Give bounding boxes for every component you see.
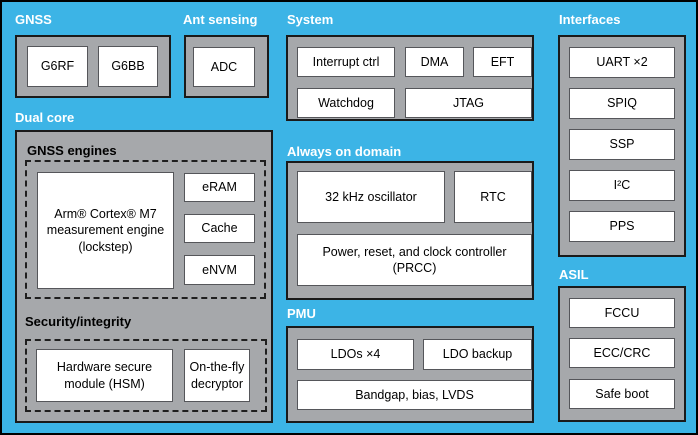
group-gnss-engines: Arm® Cortex® M7 measurement engine (lock… (25, 160, 266, 299)
block-g6bb: G6BB (98, 46, 158, 87)
block-cache: Cache (184, 214, 255, 243)
block-spiq: SPIQ (569, 88, 675, 119)
section-label-asil: ASIL (559, 267, 589, 282)
section-label-gnss: GNSS (15, 12, 52, 27)
cortex-line-3: (lockstep) (78, 239, 133, 254)
block-uart: UART ×2 (569, 47, 675, 78)
panel-ant-sensing: ADC (184, 35, 269, 98)
block-cortex-m7: Arm® Cortex® M7 measurement engine (lock… (37, 172, 174, 289)
block-hsm: Hardware secure module (HSM) (36, 349, 173, 402)
prcc-line-2: (PRCC) (392, 261, 437, 275)
section-label-system: System (287, 12, 334, 27)
cortex-line-2: measurement engine (46, 223, 165, 238)
block-eram: eRAM (184, 173, 255, 202)
block-interrupt-ctrl: Interrupt ctrl (297, 47, 395, 77)
block-safe-boot: Safe boot (569, 379, 675, 409)
section-label-pmu: PMU (287, 306, 316, 321)
block-adc: ADC (193, 47, 255, 87)
decryptor-line-1: On-the-fly (189, 360, 245, 375)
group-security-integrity: Hardware secure module (HSM) On-the-fly … (25, 339, 267, 412)
block-ldos: LDOs ×4 (297, 339, 414, 370)
block-eft: EFT (473, 47, 532, 77)
prcc-line-1: Power, reset, and clock controller (322, 244, 507, 259)
section-label-always-on: Always on domain (287, 144, 402, 159)
block-ecc-crc: ECC/CRC (569, 338, 675, 368)
panel-interfaces: UART ×2 SPIQ SSP I²C PPS (558, 35, 686, 257)
cortex-line-1: Arm® Cortex® M7 (54, 207, 157, 222)
panel-pmu: LDOs ×4 LDO backup Bandgap, bias, LVDS (286, 326, 534, 423)
block-pps: PPS (569, 211, 675, 242)
heading-security-integrity: Security/integrity (25, 314, 132, 329)
block-prcc: Power, reset, and clock controller (PRCC… (297, 234, 532, 286)
block-otf-decryptor: On-the-fly decryptor (184, 349, 250, 402)
block-ssp: SSP (569, 129, 675, 160)
block-envm: eNVM (184, 255, 255, 285)
panel-gnss: G6RF G6BB (15, 35, 171, 98)
block-g6rf: G6RF (27, 46, 88, 87)
panel-dual-core: GNSS engines Arm® Cortex® M7 measurement… (15, 130, 273, 423)
block-ldo-backup: LDO backup (423, 339, 532, 370)
block-jtag: JTAG (405, 88, 532, 118)
section-label-ant-sensing: Ant sensing (183, 12, 258, 27)
hsm-line-1: Hardware secure (56, 360, 153, 375)
section-label-dual-core: Dual core (15, 110, 75, 125)
panel-always-on: 32 kHz oscillator RTC Power, reset, and … (286, 161, 534, 300)
block-i2c: I²C (569, 170, 675, 201)
panel-system: Interrupt ctrl DMA EFT Watchdog JTAG (286, 35, 534, 121)
panel-asil: FCCU ECC/CRC Safe boot (558, 286, 686, 422)
section-label-interfaces: Interfaces (559, 12, 621, 27)
block-32khz-oscillator: 32 kHz oscillator (297, 171, 445, 223)
block-dma: DMA (405, 47, 464, 77)
block-bandgap-bias-lvds: Bandgap, bias, LVDS (297, 380, 532, 410)
hsm-line-2: module (HSM) (64, 376, 145, 391)
block-rtc: RTC (454, 171, 532, 223)
heading-gnss-engines: GNSS engines (27, 143, 117, 158)
decryptor-line-2: decryptor (190, 376, 244, 391)
block-fccu: FCCU (569, 298, 675, 328)
block-watchdog: Watchdog (297, 88, 395, 118)
